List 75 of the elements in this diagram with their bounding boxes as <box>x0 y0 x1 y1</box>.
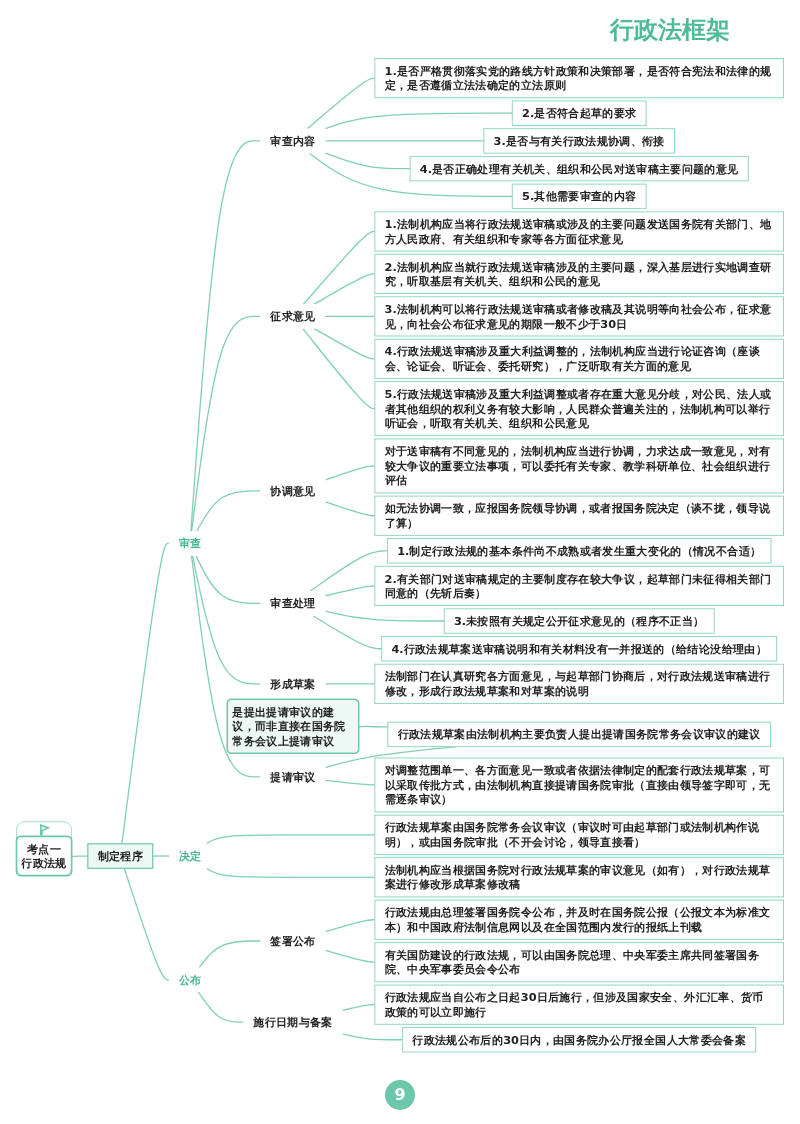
node-box: 1.是否严格贯彻落实党的路线方针政策和决策部署，是否符合宪法和法律的规定，是否遵循立法法确定的立法原则 <box>374 58 784 99</box>
connector <box>358 725 389 728</box>
connector <box>309 550 389 592</box>
node-box: 1.制定行政法规的基本条件尚不成熟或者发生重大变化的（情况不合适） <box>386 538 772 564</box>
connector <box>206 867 376 878</box>
connector <box>206 834 376 845</box>
node-text: 审查 <box>178 536 202 550</box>
connector <box>324 152 411 170</box>
node-box: 行政法规草案由法制机构主要负责人提出提请国务院常务会议审议的建议 <box>387 721 772 748</box>
connector <box>121 542 170 845</box>
node-text: 公布 <box>178 973 202 987</box>
connector <box>324 465 376 481</box>
node-box: 行政法规公布后的30日内，由国务院办公厅报全国人大常委会备案 <box>402 1027 757 1053</box>
connector <box>324 585 376 597</box>
connector <box>312 615 383 650</box>
connector <box>302 327 376 410</box>
connector <box>190 315 262 532</box>
connector <box>324 683 376 685</box>
node-text: 协调意见 <box>270 484 316 498</box>
node-text: 审查处理 <box>270 596 316 610</box>
node-text: 决定 <box>178 849 202 863</box>
node-box: 有关国防建设的行政法规，可以由国务院总理、中央军委主席共同签署国务院、中央军事委员会令公布 <box>374 942 784 983</box>
connector <box>308 152 513 197</box>
connector <box>324 315 376 318</box>
connector <box>324 919 376 933</box>
node-box: 制定程序 <box>87 843 154 869</box>
connector <box>191 555 262 685</box>
connector <box>324 140 485 142</box>
node-box: 5.行政法规送审稿涉及重大利益调整或者存在重大意见分歧，对公民、法人或者其他组织的权利义务有较大影响，人民群众普遍关注的，法制机构可以举行听证会，听取有关机关、组织和公民意见 <box>374 381 784 437</box>
node-box: 行政法规应当自公布之日起30日后施行，但涉及国家安全、外汇汇率、货币政策的可以立即施行 <box>374 984 784 1025</box>
connector <box>313 273 376 305</box>
connector <box>190 555 262 778</box>
connector <box>152 855 170 857</box>
connector <box>324 501 376 517</box>
connector <box>302 230 376 305</box>
node-box: 4.是否正确处理有关机关、组织和公民对送审稿主要问题的意见 <box>409 155 749 182</box>
node-box: 5.其他需要审查的内容 <box>511 183 647 210</box>
page-number: 9 <box>385 1080 415 1110</box>
connector <box>324 112 513 130</box>
connector <box>341 1033 404 1041</box>
connector <box>198 940 262 969</box>
node-text: 签署公布 <box>270 934 316 948</box>
node-box: 3.法制机构可以将行政法规送审稿或者修改稿及其说明等向社会公布，征求意见，向社会公布征求意见的期限一般不少于30日 <box>374 296 784 337</box>
connector <box>196 490 262 532</box>
node-box: 2.是否符合起草的要求 <box>511 100 647 126</box>
node-box: 法制机构应当根据国务院对行政法规草案的审议意见（如有），对行政法规草案进行修改形成草案修改稿 <box>374 857 784 898</box>
connector <box>197 991 245 1023</box>
node-box: 1.法制机构应当将行政法规送审稿或涉及的主要问题发送国务院有关部门、地方人民政府、有关组织和专家等各方面征求意见 <box>374 211 784 252</box>
node-text: 施行日期与备案 <box>253 1015 333 1029</box>
connector <box>190 140 262 532</box>
connector <box>313 327 376 360</box>
connector <box>123 867 170 981</box>
node-box: 如无法协调一致，应报国务院领导协调，或者报国务院决定（谈不拢，领导说了算） <box>374 495 784 536</box>
node-box: 2.有关部门对送审稿规定的主要制度存在较大争议，起草部门未征得相关部门同意的（先斩后奏） <box>374 565 784 606</box>
connector <box>324 779 376 786</box>
node-box: 2.法制机构应当就行政法规送审稿涉及的主要问题，深入基层进行实地调查研究，听取基层有关机关、组织和公民的意见 <box>374 253 784 294</box>
node-text: 审查内容 <box>270 134 316 148</box>
header-title: 行政法框架 <box>610 15 730 46</box>
connector <box>341 1004 376 1012</box>
node-text: 提请审议 <box>270 770 316 784</box>
node-box: 对调整范围单一、各方面意见一致或者依据法律制定的配套行政法规草案，可以采取传批方式，由法制机构直接提请国务院审批（直接由领导签字即可，无需逐条审议） <box>374 757 784 813</box>
node-text: 征求意见 <box>270 309 316 323</box>
node-box: 行政法规草案由国务院常务会议审议（审议时可由起草部门或法制机构作说明），或由国务院审批（不开会讨论，领导直接看） <box>374 814 784 855</box>
connector <box>195 555 262 605</box>
node-box: 对于送审稿有不同意见的，法制机构应当进行协调，力求达成一致意见，对有较大争议的重要立法事项，可以委托有关专家、教学科研单位、社会组织进行评估 <box>374 438 784 494</box>
node-box: 行政法规由总理签署国务院令公布，并及时在国务院公报（公报文本为标准文本）和中国政府法制信息网以及在全国范围内发行的报纸上刊载 <box>374 899 784 940</box>
node-box: 3.未按照有关规定公开征求意见的（程序不正当） <box>443 608 715 634</box>
node-box: 4.行政法规草案送审稿说明和有关材料没有一并报送的（给结论没给理由） <box>381 636 778 662</box>
node-box: 3.是否与有关行政法规协调、衔接 <box>483 128 675 154</box>
connector <box>306 77 376 130</box>
connector <box>324 949 376 963</box>
node-box: 4.行政法规送审稿涉及重大利益调整的，法制机构应当进行论证咨询（座谈会、论证会、听证会、委托研究），广泛听取有关方面的意见 <box>374 338 784 379</box>
node-box: 法制部门在认真研究各方面意见，与起草部门协商后，对行政法规送审稿进行修改，形成行政法规草案和对草案的说明 <box>374 663 784 704</box>
connector <box>324 610 445 622</box>
node-text: 形成草案 <box>270 677 316 691</box>
